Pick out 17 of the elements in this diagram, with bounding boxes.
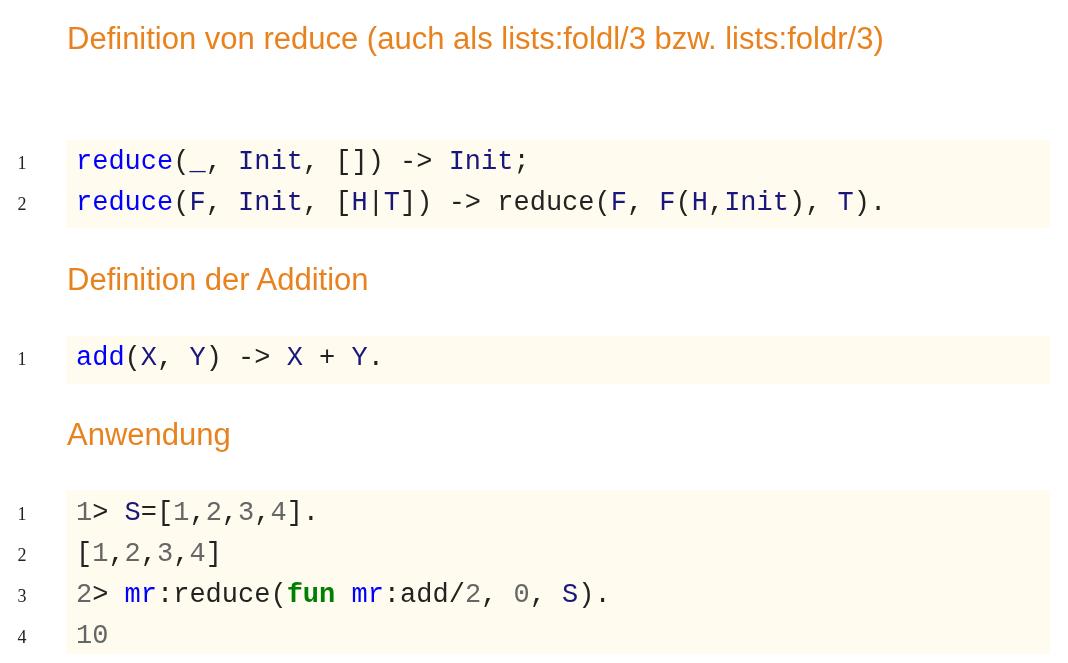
code-line: 2> mr:reduce(fun mr:add/2, 0, S). bbox=[76, 579, 611, 612]
line-number: 3 bbox=[16, 586, 28, 607]
section-heading: Definition von reduce (auch als lists:foldl/3 bzw. lists:foldr/3) bbox=[67, 20, 885, 58]
line-number: 2 bbox=[16, 194, 28, 215]
code-line: 10 bbox=[76, 620, 109, 653]
section-heading: Anwendung bbox=[67, 416, 232, 454]
code-line: reduce(_, Init, []) -> Init; bbox=[76, 146, 530, 179]
line-number: 4 bbox=[16, 627, 28, 648]
line-number: 2 bbox=[16, 545, 28, 566]
line-number: 1 bbox=[16, 153, 28, 174]
section-heading: Definition der Addition bbox=[67, 261, 370, 299]
code-line: [1,2,3,4] bbox=[76, 538, 222, 571]
code-line: 1> S=[1,2,3,4]. bbox=[76, 497, 320, 530]
code-line: reduce(F, Init, [H|T]) -> reduce(F, F(H,Init), T). bbox=[76, 187, 887, 220]
code-line: add(X, Y) -> X + Y. bbox=[76, 342, 384, 375]
line-number: 1 bbox=[16, 349, 28, 370]
line-number: 1 bbox=[16, 504, 28, 525]
